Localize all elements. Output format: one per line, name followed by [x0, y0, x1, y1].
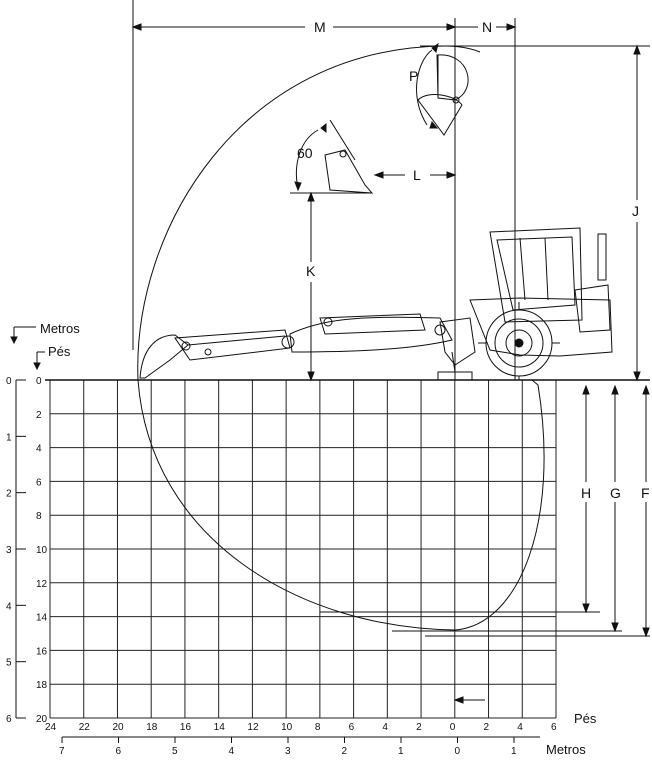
label-N: N [482, 19, 492, 35]
bottom-feet-tick-label: 6 [349, 722, 355, 733]
feet-tick-label: 10 [36, 545, 48, 556]
depth-grid [49, 379, 557, 719]
bottom-feet-tick-label: 24 [45, 722, 57, 733]
bottom-meters-tick-label: 1 [511, 746, 517, 757]
bottom-feet-unit-label: Pés [574, 711, 597, 726]
reach-envelope [137, 45, 650, 637]
meters-tick-label: 5 [6, 658, 12, 669]
feet-tick-label: 2 [36, 410, 42, 421]
meters-tick-label: 4 [6, 601, 12, 612]
bottom-feet-tick-label: 18 [146, 722, 158, 733]
feet-unit-label: Pés [48, 344, 71, 359]
max-reach-arc [137, 45, 481, 381]
meters-tick-label: 6 [6, 714, 12, 725]
dig-depth-arc [137, 379, 545, 631]
label-F: F [641, 485, 650, 501]
label-P: P [409, 68, 418, 84]
meters-unit-label: Metros [40, 321, 80, 336]
label-angle-60: 60 [297, 145, 313, 161]
bottom-feet-tick-label: 12 [247, 722, 259, 733]
bottom-feet-tick-label: 10 [281, 722, 293, 733]
bottom-meters-tick-label: 6 [116, 746, 122, 757]
bottom-feet-tick-label: 20 [112, 722, 124, 733]
meters-tick-label: 3 [6, 545, 12, 556]
label-G: G [610, 485, 621, 501]
bottom-meters-tick-label: 7 [59, 746, 65, 757]
left-meters-ticks: 0 1 2 3 4 5 6 [6, 376, 26, 725]
backhoe-machine [139, 227, 613, 381]
bottom-feet-tick-label: 0 [450, 722, 456, 733]
bottom-feet-tick-label: 4 [517, 722, 523, 733]
bottom-feet-tick-label: 2 [416, 722, 422, 733]
bottom-meters-tick-label: 3 [285, 746, 291, 757]
label-K: K [306, 263, 316, 279]
bottom-meters-tick-label: 4 [229, 746, 235, 757]
feet-tick-label: 20 [36, 714, 48, 725]
bottom-meters-tick-label: 5 [172, 746, 178, 757]
bottom-feet-tick-label: 6 [551, 722, 557, 733]
bottom-feet-tick-label: 2 [484, 722, 490, 733]
meters-tick-label: 0 [6, 376, 12, 387]
feet-tick-label: 14 [36, 613, 48, 624]
meters-tick-label: 2 [6, 489, 12, 500]
feet-tick-label: 0 [36, 376, 42, 387]
bucket-60-degree: 60 [294, 119, 374, 194]
feet-tick-label: 16 [36, 646, 48, 657]
bottom-meters-ticks: 7 6 5 4 3 2 1 0 1 [59, 737, 517, 757]
label-J: J [632, 203, 639, 219]
bottom-meters-tick-label: 2 [342, 746, 348, 757]
bottom-feet-tick-label: 16 [180, 722, 192, 733]
label-H: H [581, 485, 591, 501]
bottom-feet-tick-label: 8 [315, 722, 321, 733]
feet-tick-label: 4 [36, 444, 42, 455]
bottom-meters-tick-label: 0 [455, 746, 461, 757]
bucket-top-position: P [409, 42, 469, 136]
label-L: L [413, 167, 421, 183]
bottom-meters-tick-label: 1 [398, 746, 404, 757]
left-feet-ticks: 0 2 4 6 8 10 12 14 16 18 20 [36, 376, 48, 725]
feet-tick-label: 8 [36, 511, 42, 522]
bottom-feet-tick-label: 4 [382, 722, 388, 733]
feet-tick-label: 6 [36, 477, 42, 488]
bottom-meters-unit-label: Metros [546, 742, 586, 757]
bottom-feet-tick-label: 14 [214, 722, 226, 733]
label-M: M [314, 19, 326, 35]
meters-tick-label: 1 [6, 432, 12, 443]
bottom-feet-tick-label: 22 [79, 722, 91, 733]
feet-tick-label: 12 [36, 579, 48, 590]
feet-tick-label: 18 [36, 680, 48, 691]
